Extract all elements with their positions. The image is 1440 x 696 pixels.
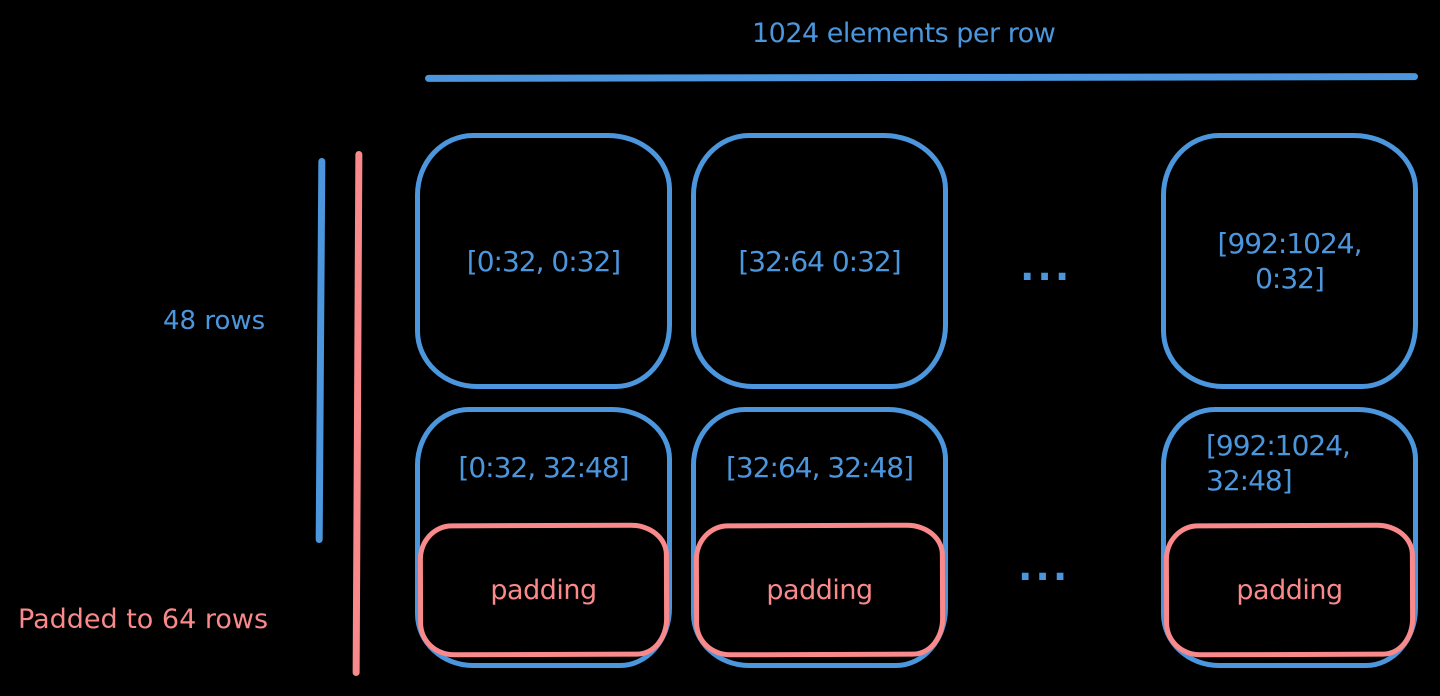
padded-rows-label: Padded to 64 rows xyxy=(18,604,269,635)
padding-box: padding xyxy=(417,522,670,658)
elements-per-row-underline xyxy=(424,73,1419,82)
tile-slice-label: [0:32, 0:32] xyxy=(466,244,621,278)
bottom-row-ellipsis: ... xyxy=(1018,545,1071,589)
tile-top-1: [32:64 0:32] xyxy=(691,133,948,389)
rows-extent-line-blue xyxy=(315,157,326,544)
padding-label: padding xyxy=(490,574,597,606)
top-row-ellipsis: ... xyxy=(1020,245,1073,289)
tile-bottom-1: [32:64, 32:48] padding xyxy=(691,407,948,668)
diagram-title: 1024 elements per row xyxy=(752,18,1056,49)
tile-slice-label: [32:64, 32:48] xyxy=(725,451,914,484)
rows-count-label: 48 rows xyxy=(163,306,266,336)
padding-box: padding xyxy=(693,522,946,658)
tile-slice-label: [992:1024, 0:32] xyxy=(1217,227,1363,295)
tile-top-2: [992:1024, 0:32] xyxy=(1161,133,1418,389)
padding-label: padding xyxy=(766,574,873,606)
padding-box: padding xyxy=(1163,522,1416,658)
padded-extent-line-red xyxy=(352,150,363,677)
tile-bottom-2: [992:1024, 32:48] padding xyxy=(1161,407,1418,668)
tile-slice-label: [0:32, 32:48] xyxy=(458,451,629,484)
tile-slice-label: [992:1024, 32:48] xyxy=(1206,429,1351,497)
padding-label: padding xyxy=(1236,574,1343,606)
tile-top-0: [0:32, 0:32] xyxy=(415,133,672,389)
tile-slice-label: [32:64 0:32] xyxy=(738,244,901,278)
tile-bottom-0: [0:32, 32:48] padding xyxy=(415,407,672,668)
